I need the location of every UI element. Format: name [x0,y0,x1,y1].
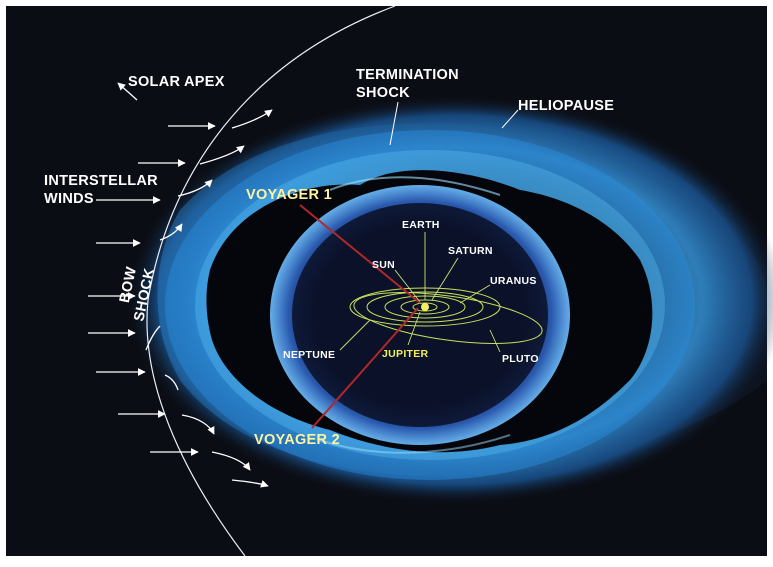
termination-shock-label-line2: SHOCK [356,85,410,101]
earth-label: EARTH [402,219,440,231]
pluto-label: PLUTO [502,353,539,365]
voyager-2-label: VOYAGER 2 [254,432,340,448]
sun-marker [421,303,429,311]
sun-label: SUN [372,259,395,271]
termination-shock-interior [292,203,548,427]
jupiter-label: JUPITER [382,348,429,360]
neptune-label: NEPTUNE [283,349,335,361]
termination-shock-label-line1: TERMINATION [356,67,459,83]
voyager-1-label: VOYAGER 1 [246,187,332,203]
interstellar-winds-label-line1: INTERSTELLAR [44,173,158,189]
heliopause-label: HELIOPAUSE [518,98,614,114]
uranus-label: URANUS [490,275,537,287]
solar-apex-label: SOLAR APEX [128,74,225,90]
interstellar-winds-label-line2: WINDS [44,191,94,207]
saturn-label: SATURN [448,245,493,257]
